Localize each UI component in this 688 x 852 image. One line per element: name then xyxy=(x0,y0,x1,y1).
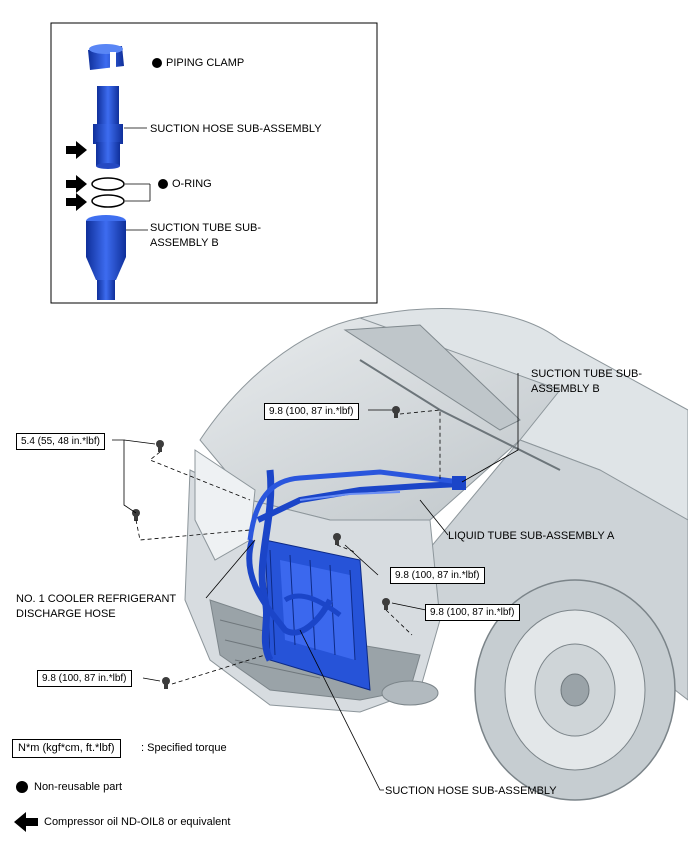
inset-suction-hose-label: SUCTION HOSE SUB-ASSEMBLY xyxy=(150,123,322,135)
bolt-icon xyxy=(162,677,170,689)
inset-suction-tube-b-label-1: SUCTION TUBE SUB- xyxy=(150,222,262,234)
liquid-tube-line xyxy=(256,469,461,662)
torque-spec-right: 9.8 (100, 87 in.*lbf) xyxy=(425,604,520,621)
bolt-icon xyxy=(333,533,341,545)
bolt-icon xyxy=(156,440,164,452)
inset-suction-tube-b-label-2: ASSEMBLY B xyxy=(150,237,219,249)
label-leaders xyxy=(112,373,519,791)
arrow-icon xyxy=(66,141,87,159)
torque-spec-bottom: 9.8 (100, 87 in.*lbf) xyxy=(37,670,132,687)
suction-tube-b-label-1: SUCTION TUBE SUB- xyxy=(531,368,643,380)
torque-spec-mid: 9.8 (100, 87 in.*lbf) xyxy=(390,567,485,584)
discharge-hose-label-2: DISCHARGE HOSE xyxy=(16,608,116,620)
liquid-tube-label: LIQUID TUBE SUB-ASSEMBLY A xyxy=(448,530,615,542)
legend-torque-box: N*m (kgf*cm, ft.*lbf) xyxy=(12,739,121,758)
suction-tube-line xyxy=(247,469,466,541)
suction-hose-label: SUCTION HOSE SUB-ASSEMBLY xyxy=(385,785,557,797)
o-ring-2 xyxy=(91,194,125,208)
o-ring-1 xyxy=(91,177,125,191)
non-reusable-marker xyxy=(158,179,168,189)
inset-piping-clamp-label: PIPING CLAMP xyxy=(166,57,245,69)
arrow-icon xyxy=(66,193,87,211)
legend-torque-desc: : Specified torque xyxy=(141,742,227,754)
torque-spec-left: 5.4 (55, 48 in.*lbf) xyxy=(16,433,105,450)
torque-spec-top: 9.8 (100, 87 in.*lbf) xyxy=(264,403,359,420)
bolt-icon xyxy=(382,598,390,610)
non-reusable-legend-dot xyxy=(16,781,28,793)
discharge-hose-line xyxy=(246,539,342,636)
suction-hose-part xyxy=(93,86,123,169)
suction-tube-b-label-2: ASSEMBLY B xyxy=(531,383,600,395)
arrow-icon xyxy=(14,812,38,832)
discharge-hose-label-1: NO. 1 COOLER REFRIGERANT xyxy=(16,593,177,605)
non-reusable-marker xyxy=(152,58,162,68)
piping-clamp-part xyxy=(88,44,124,70)
legend-compressor-oil: Compressor oil ND-OIL8 or equivalent xyxy=(44,816,231,828)
suction-tube-b-part xyxy=(86,215,126,300)
bolt-icon xyxy=(392,406,400,418)
arrow-icon xyxy=(66,175,87,193)
inset-o-ring-label: O-RING xyxy=(172,178,212,190)
legend-non-reusable: Non-reusable part xyxy=(34,781,123,793)
